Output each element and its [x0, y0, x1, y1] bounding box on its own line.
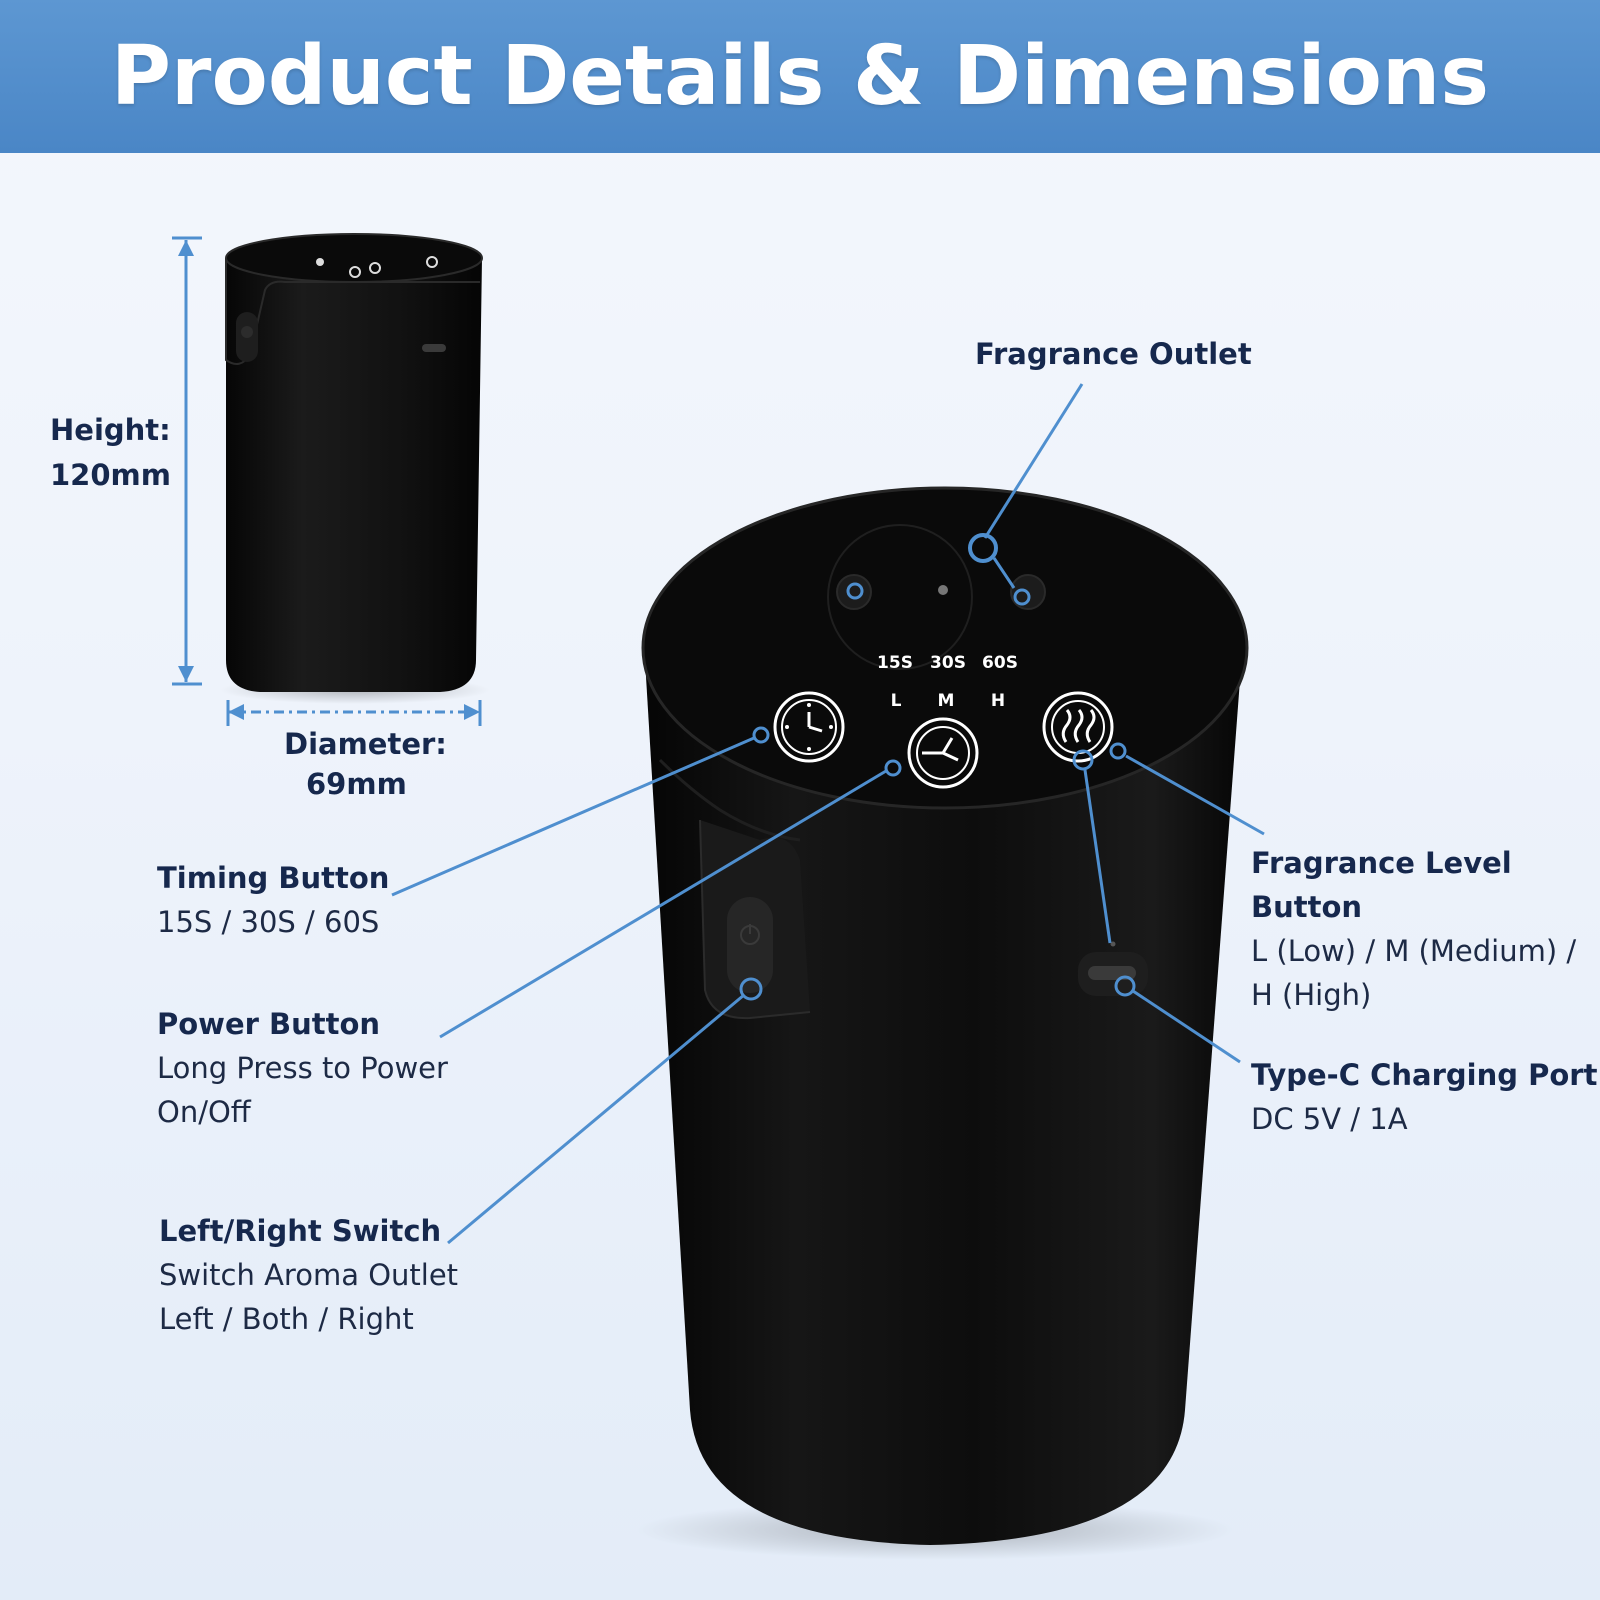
power-button-title: Power Button: [157, 1007, 381, 1041]
switch-title: Left/Right Switch: [159, 1214, 442, 1248]
height-value: 120mm: [50, 458, 171, 492]
timer-icon[interactable]: [907, 717, 979, 789]
timing-button-desc: 15S / 30S / 60S: [157, 905, 380, 939]
large-device: 15S 30S 60S L M H: [635, 486, 1249, 1560]
fragrance-level-title: Fragrance Level Button: [1251, 846, 1512, 924]
charging-port-desc: DC 5V / 1A: [1251, 1102, 1408, 1136]
timing-button-title: Timing Button: [157, 861, 390, 895]
diameter-value: 69mm: [306, 767, 407, 801]
clock-icon[interactable]: [773, 691, 845, 763]
fragrance-outlet-callout: Fragrance Outlet: [975, 332, 1252, 376]
charging-port-title: Type-C Charging Port: [1251, 1058, 1598, 1092]
level-labels: L M H: [891, 691, 1006, 711]
timing-label-30s: 30S: [930, 653, 966, 673]
callout-lines: [391, 383, 1265, 1245]
small-device: [220, 233, 490, 704]
switch-desc: Switch Aroma Outlet Left / Both / Right: [159, 1258, 459, 1336]
page-title: Product Details & Dimensions: [110, 29, 1490, 124]
height-dimension-line: [172, 236, 202, 686]
diameter-label: Diameter:: [284, 727, 447, 761]
power-button-desc: Long Press to Power On/Off: [157, 1051, 448, 1129]
power-icon: [727, 897, 773, 993]
power-button-callout: Power Button Long Press to Power On/Off: [157, 1002, 448, 1134]
header-banner: Product Details & Dimensions: [0, 0, 1600, 153]
diameter-dimension-line: [226, 700, 482, 726]
timing-labels: 15S 30S 60S: [877, 653, 1018, 673]
height-label: Height:: [50, 413, 171, 447]
fragrance-level-desc: L (Low) / M (Medium) / H (High): [1251, 934, 1577, 1012]
fragrance-outlet-title: Fragrance Outlet: [975, 337, 1252, 371]
timing-label-60s: 60S: [982, 653, 1018, 673]
timing-button-callout: Timing Button 15S / 30S / 60S: [157, 856, 389, 944]
switch-callout: Left/Right Switch Switch Aroma Outlet Le…: [159, 1209, 458, 1341]
timing-label-15s: 15S: [877, 653, 913, 673]
level-label-low: L: [891, 691, 902, 711]
level-label-medium: M: [938, 691, 955, 711]
fragrance-level-callout: Fragrance Level Button L (Low) / M (Medi…: [1251, 841, 1600, 1017]
level-label-high: H: [991, 691, 1005, 711]
charging-port-callout: Type-C Charging Port DC 5V / 1A: [1251, 1053, 1597, 1141]
